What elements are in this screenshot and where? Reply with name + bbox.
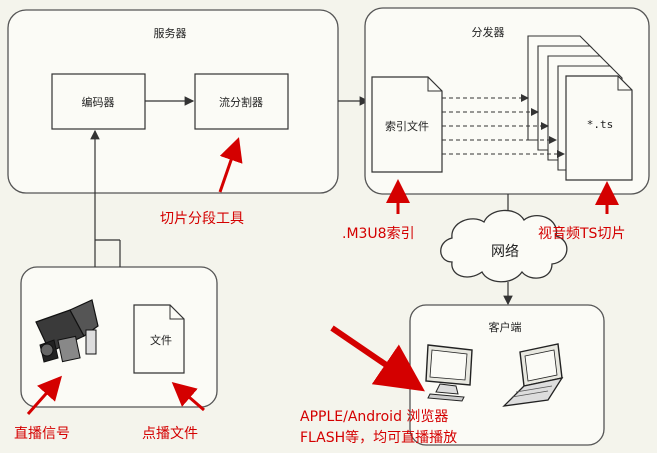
server-group: 服务器 编码器 流分割器	[7, 9, 339, 194]
index-to-ts-links	[442, 94, 565, 158]
ts-slices-label: 视音频TS切片	[538, 225, 625, 242]
index-file-shape	[371, 76, 443, 173]
segment-tool-label: 切片分段工具	[160, 211, 244, 227]
client-label-line1: APPLE/Android 浏览器	[300, 409, 448, 425]
video-camera-icon	[35, 299, 99, 363]
vod-file-label: 点播文件	[142, 426, 198, 442]
index-file-label: 索引文件	[385, 119, 429, 133]
distributor-title: 分发器	[472, 25, 505, 39]
live-signal-label: 直播信号	[14, 425, 70, 442]
desktop-monitor-icon	[425, 344, 473, 402]
laptop-icon	[502, 343, 564, 407]
client-label-line2: FLASH等，均可直播播放	[300, 429, 457, 446]
encoder-label: 编码器	[82, 95, 115, 109]
source-group: 文件	[20, 266, 218, 408]
encoder-box	[51, 73, 146, 130]
network-cloud: 网络	[440, 209, 568, 283]
client-title: 客户端	[489, 320, 522, 334]
live-signal-arrow	[26, 375, 62, 415]
ts-file-stack: *.ts	[527, 35, 633, 181]
client-group: 客户端	[409, 304, 605, 446]
ts-file-label: *.ts	[587, 118, 614, 131]
segmenter-label: 流分割器	[219, 95, 263, 109]
file-icon	[133, 304, 185, 374]
distributor-group: 分发器 索引文件 *.ts	[364, 7, 650, 195]
segment-tool-arrow	[218, 137, 243, 193]
server-title: 服务器	[154, 27, 187, 40]
client-arrow	[330, 325, 425, 392]
vod-file-arrow	[171, 382, 205, 412]
network-label: 网络	[491, 244, 519, 260]
file-label: 文件	[150, 333, 172, 347]
annotation-arrows	[26, 137, 619, 415]
m3u8-label: .M3U8索引	[342, 225, 415, 242]
segmenter-box	[194, 73, 289, 130]
